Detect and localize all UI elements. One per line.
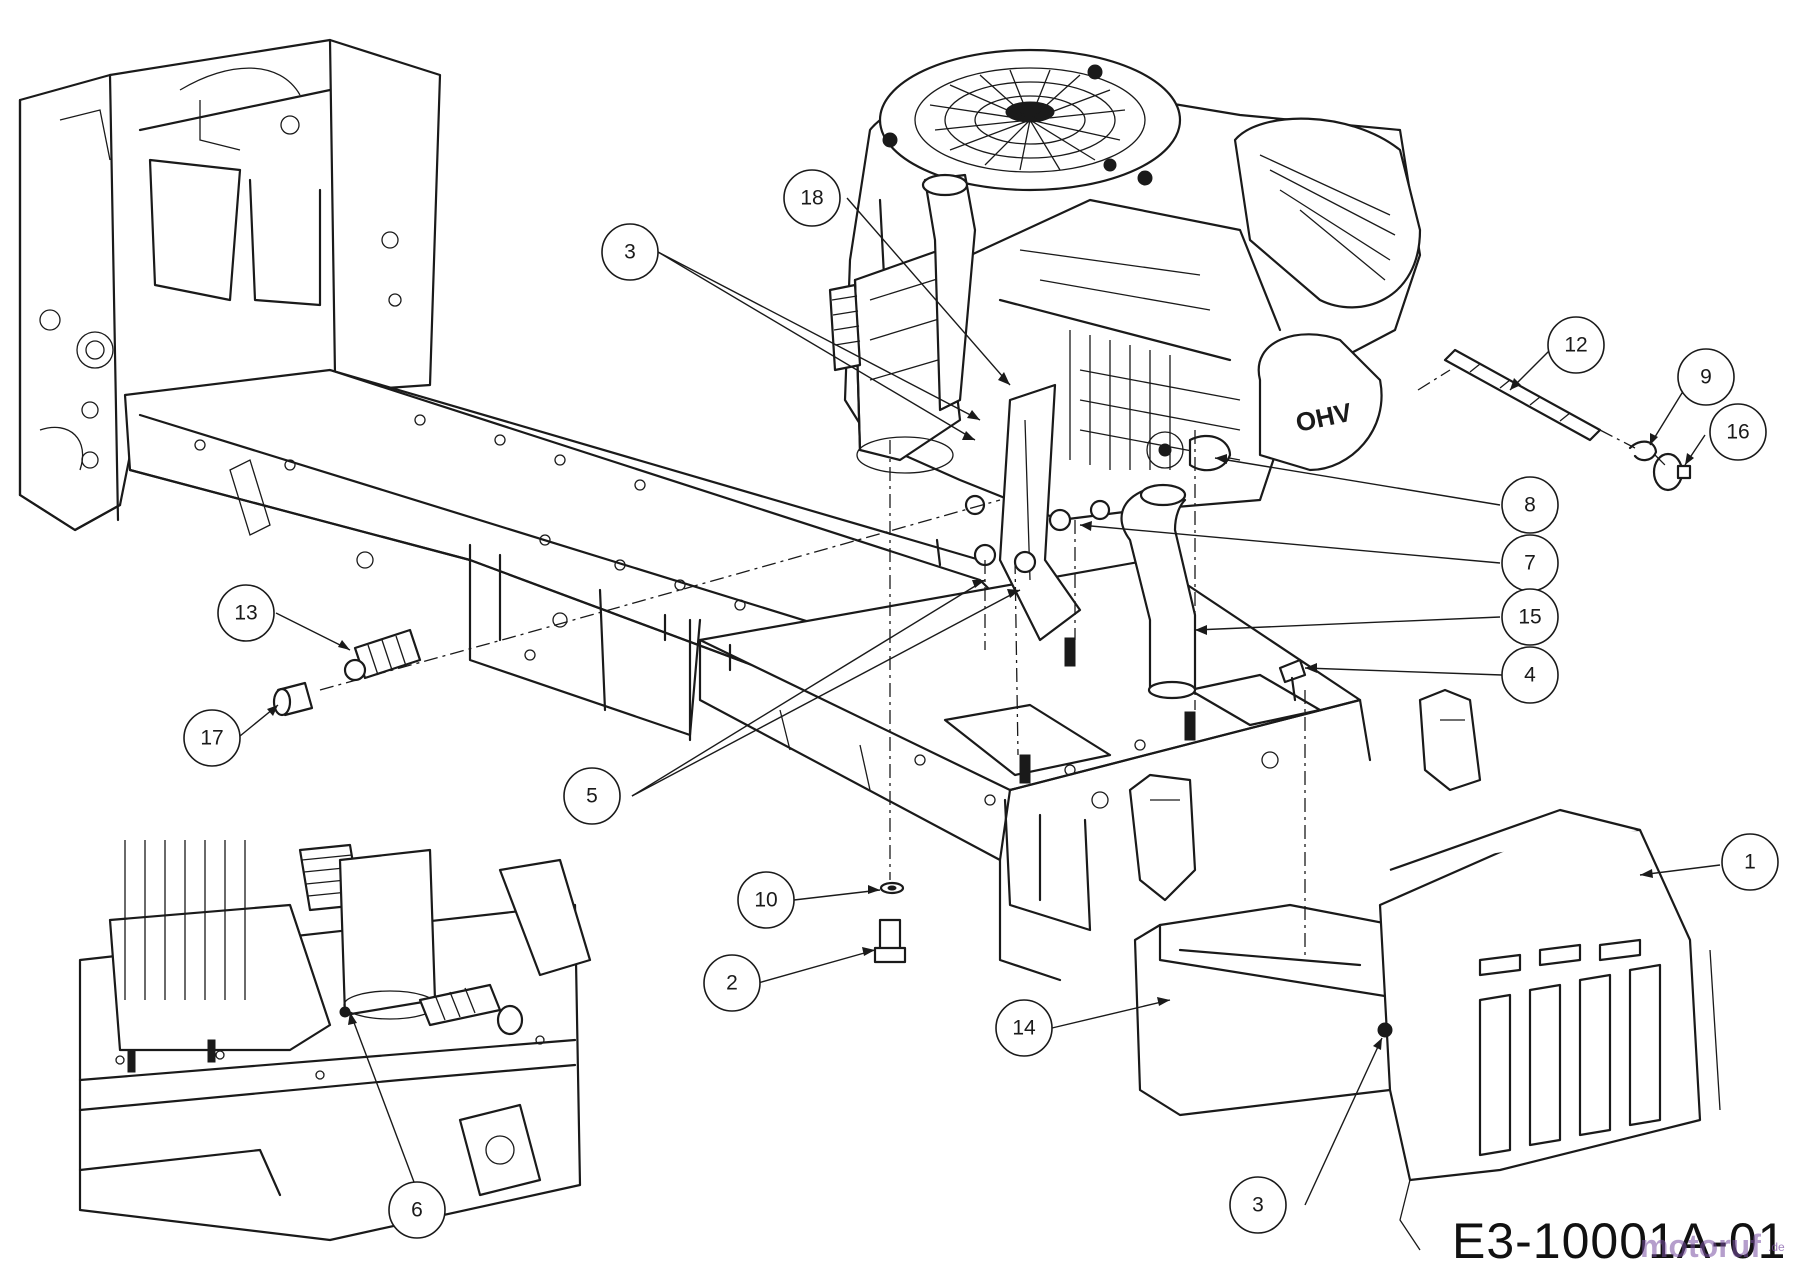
svg-text:16: 16 (1726, 421, 1749, 444)
svg-text:2: 2 (726, 972, 738, 995)
muffler-assembly (1133, 808, 1721, 1251)
front-brackets (1128, 688, 1482, 902)
callout-9: 9 (1677, 348, 1735, 406)
svg-text:15: 15 (1518, 606, 1541, 629)
svg-text:5: 5 (586, 785, 598, 808)
callout-13: 13 (217, 584, 275, 642)
callout-7: 7 (1501, 534, 1559, 592)
svg-text:6: 6 (411, 1199, 423, 1222)
callout-1: 1 (1721, 833, 1779, 891)
watermark-logo: motoruf (1640, 1228, 1761, 1264)
engine-assembly: OHV (828, 48, 1422, 532)
callout-3-bottom: 3 (1229, 1176, 1287, 1234)
watermark-tld: .de (1768, 1240, 1785, 1254)
callout-4: 4 (1501, 646, 1559, 704)
svg-text:8: 8 (1524, 494, 1536, 517)
svg-text:9: 9 (1700, 366, 1712, 389)
callout-12: 12 (1547, 316, 1605, 374)
hardware-parts (272, 348, 1692, 964)
svg-text:17: 17 (200, 727, 223, 750)
svg-text:14: 14 (1012, 1017, 1036, 1040)
callout-3-top: 3 (601, 223, 659, 281)
callout-15: 15 (1501, 588, 1559, 646)
diagram-code: E3-10001A-01 (1452, 1213, 1787, 1269)
callout-5: 5 (563, 767, 621, 825)
callout-16: 16 (1709, 403, 1767, 461)
callout-2: 2 (703, 954, 761, 1012)
callout-6: 6 (388, 1181, 446, 1239)
callout-18: 18 (783, 169, 841, 227)
callout-leaders (239, 197, 1721, 1206)
exhaust-pipe (1120, 483, 1197, 700)
svg-text:7: 7 (1524, 552, 1536, 575)
inset-detail-view (78, 840, 592, 1242)
svg-text:18: 18 (800, 187, 823, 210)
svg-text:12: 12 (1564, 334, 1587, 357)
svg-text:4: 4 (1524, 664, 1536, 687)
svg-text:3: 3 (624, 241, 636, 264)
svg-text:13: 13 (234, 602, 257, 625)
callout-17: 17 (183, 709, 241, 767)
callout-10: 10 (737, 871, 795, 929)
svg-text:3: 3 (1252, 1194, 1264, 1217)
svg-text:10: 10 (754, 889, 777, 912)
svg-text:1: 1 (1744, 851, 1756, 874)
callout-14: 14 (995, 999, 1053, 1057)
callout-8: 8 (1501, 476, 1559, 534)
